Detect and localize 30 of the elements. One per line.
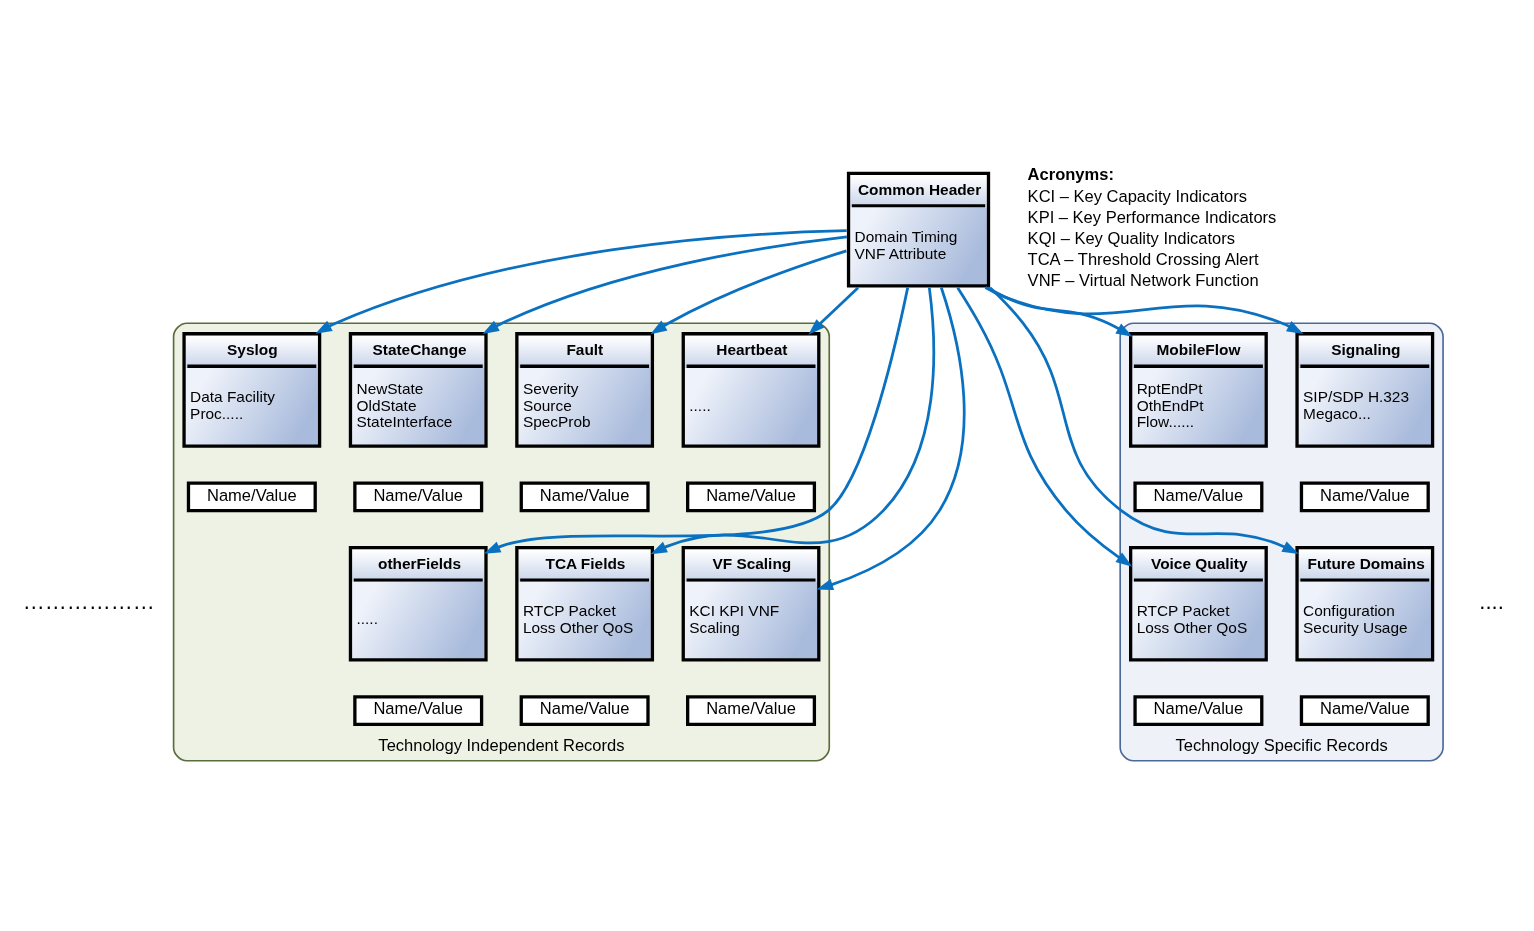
node-box: Name/Value — [519, 480, 650, 512]
node-box: Name/Value — [1299, 694, 1430, 726]
node-box: Name/Value — [353, 694, 484, 726]
label: KQI – Key Quality Indicators — [1027, 228, 1236, 248]
arrow — [984, 285, 1304, 334]
node-box: Name/Value — [353, 480, 484, 512]
arrow — [987, 285, 1133, 337]
label: .... — [1479, 588, 1504, 614]
arrow — [650, 249, 847, 334]
label: ……………… — [22, 588, 155, 614]
label: Acronyms: — [1027, 164, 1114, 184]
node-box: Name/Value — [1133, 694, 1264, 726]
label: TCA – Threshold Crossing Alert — [1027, 249, 1259, 269]
node-box: Name/Value — [1299, 480, 1430, 512]
node-box: Name/Value — [1133, 480, 1264, 512]
node-box: Name/Value — [519, 694, 650, 726]
arrow — [808, 286, 859, 335]
arrow — [650, 286, 936, 554]
arrow — [482, 235, 848, 334]
node-box: Name/Value — [686, 694, 817, 726]
arrow — [816, 286, 966, 590]
label: VNF – Virtual Network Function — [1027, 270, 1259, 290]
node-box: Name/Value — [686, 480, 817, 512]
arrow — [483, 286, 910, 554]
node-box: Name/Value — [186, 480, 317, 512]
arrow — [989, 286, 1299, 554]
label: KCI – Key Capacity Indicators — [1027, 186, 1248, 206]
arrow — [956, 286, 1133, 567]
arrow — [315, 228, 847, 334]
label: KPI – Key Performance Indicators — [1027, 207, 1277, 227]
